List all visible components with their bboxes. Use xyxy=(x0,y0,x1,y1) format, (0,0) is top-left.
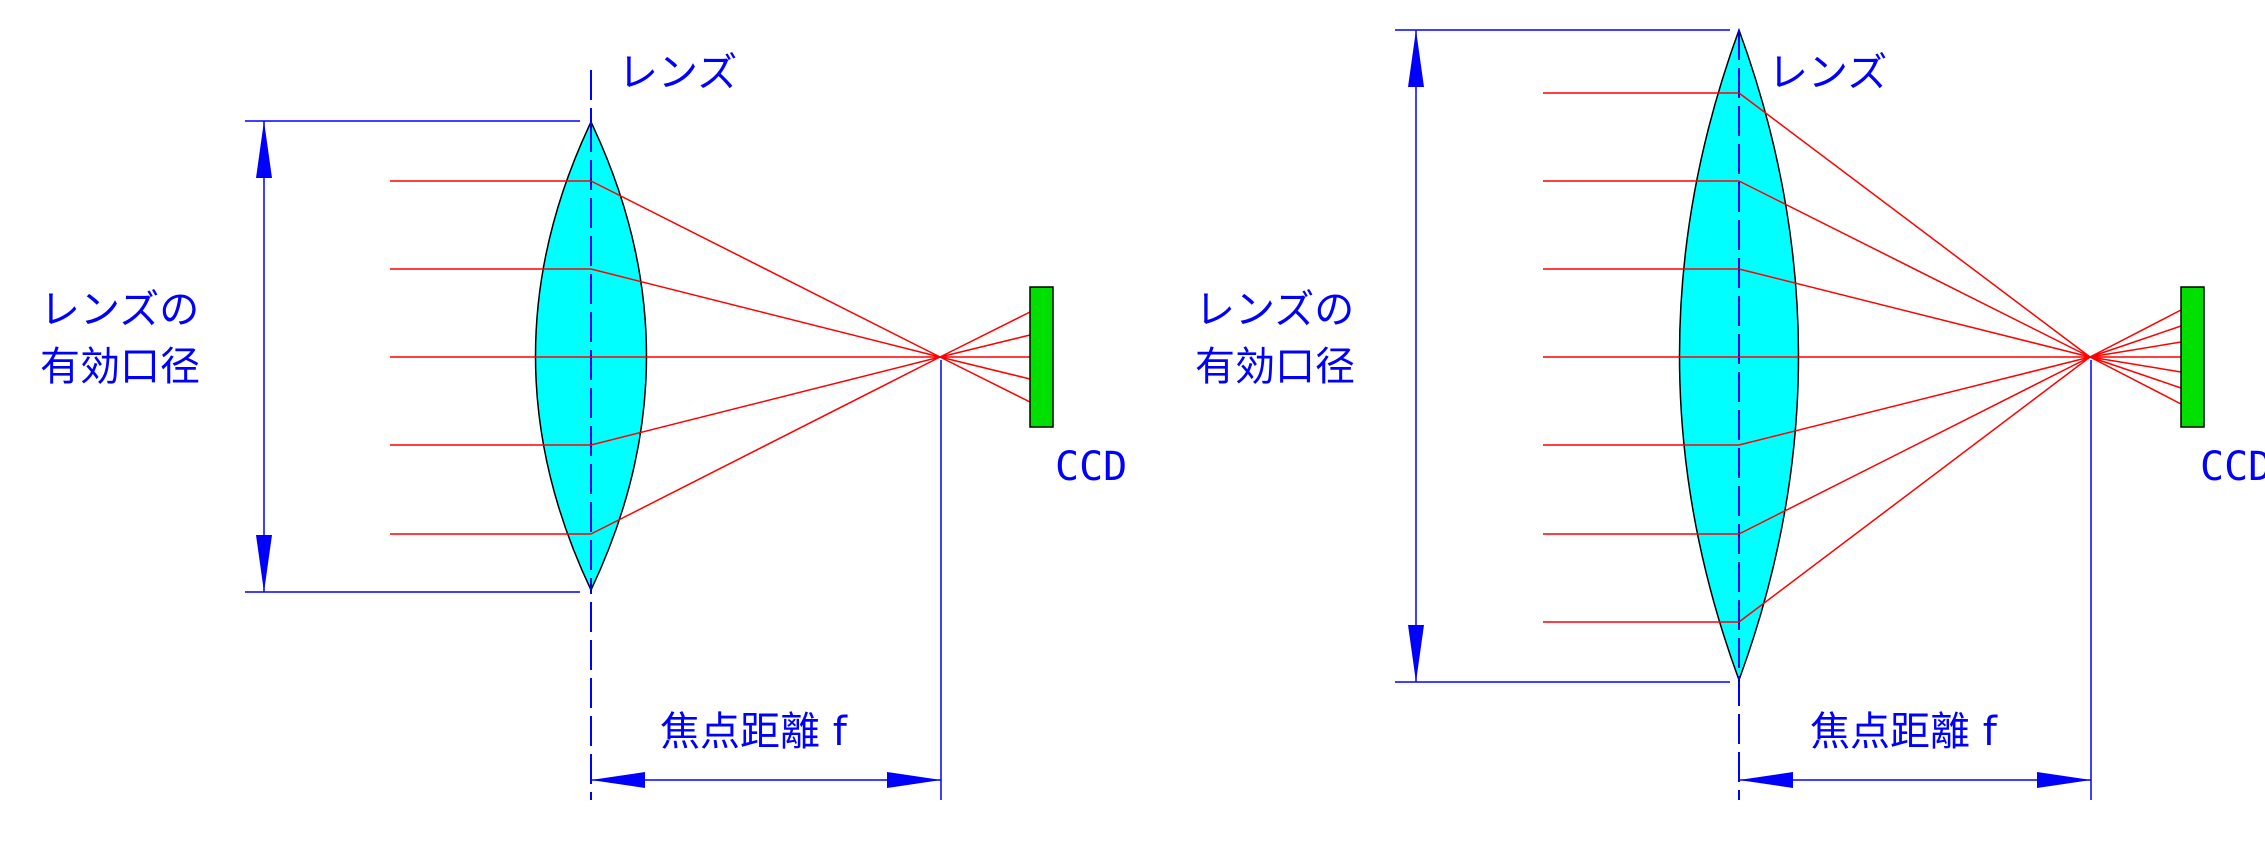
sensor-icon xyxy=(1029,286,1054,428)
focal-dimension xyxy=(1739,360,2092,800)
aperture-label-line1: レンズの xyxy=(1195,287,1354,333)
aperture-label-line1: レンズの xyxy=(40,287,199,333)
arrowhead-icon xyxy=(1408,30,1424,87)
incoming-rays xyxy=(1543,92,1739,623)
focal-length-label: 焦点距離 f xyxy=(1810,709,1998,755)
converging-rays xyxy=(1738,92,2091,623)
diagram-small-lens: レンズ レンズの 有効口径 焦点距離 f CCD xyxy=(40,50,1127,800)
arrowhead-icon xyxy=(1408,625,1424,682)
arrowhead-icon xyxy=(887,772,941,788)
aperture-label-line2: 有効口径 xyxy=(40,344,200,390)
arrowhead-icon xyxy=(256,535,272,592)
incoming-rays xyxy=(390,180,591,535)
sensor-label: CCD xyxy=(2200,444,2265,490)
focal-length-label: 焦点距離 f xyxy=(660,709,848,755)
diverging-rays xyxy=(2089,309,2182,405)
lens-label: レンズ xyxy=(1768,50,1887,96)
aperture-dimension xyxy=(1395,29,1730,683)
focal-dimension xyxy=(591,360,942,800)
arrowhead-icon xyxy=(2037,772,2091,788)
arrowhead-icon xyxy=(256,121,272,178)
arrowhead-icon xyxy=(1739,772,1793,788)
converging-rays xyxy=(590,180,941,535)
sensor-label: CCD xyxy=(1055,444,1127,490)
sensor-icon xyxy=(2180,286,2205,428)
aperture-label-line2: 有効口径 xyxy=(1195,344,1355,390)
arrowhead-icon xyxy=(591,772,645,788)
diagram-large-lens: レンズ レンズの 有効口径 焦点距離 f CCD xyxy=(1195,27,2265,800)
aperture-dimension xyxy=(245,120,580,593)
diverging-rays xyxy=(939,311,1031,403)
lens-label: レンズ xyxy=(618,50,737,96)
